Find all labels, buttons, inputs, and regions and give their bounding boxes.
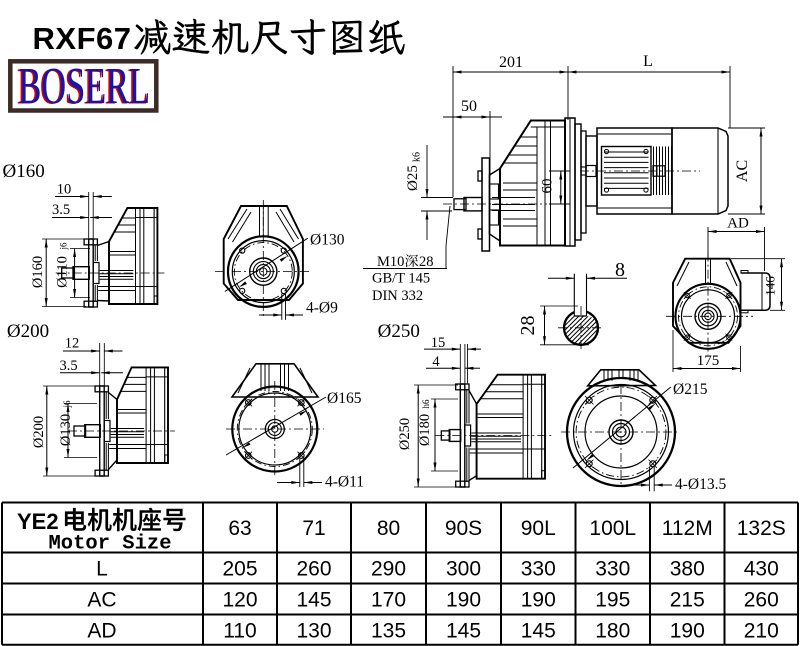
svg-text:12: 12: [65, 335, 80, 351]
svg-text:L: L: [643, 53, 653, 70]
svg-text:28: 28: [517, 316, 539, 336]
svg-text:h6: h6: [421, 399, 431, 409]
svg-text:132S: 132S: [737, 517, 786, 540]
svg-text:190: 190: [670, 620, 705, 643]
svg-text:Ø200: Ø200: [7, 321, 49, 342]
svg-text:80: 80: [377, 517, 400, 540]
svg-text:AD: AD: [87, 620, 116, 643]
svg-text:15: 15: [431, 335, 446, 351]
svg-text:330: 330: [521, 558, 556, 581]
svg-text:4-Ø9: 4-Ø9: [306, 300, 338, 317]
svg-text:210: 210: [744, 620, 779, 643]
svg-text:4: 4: [432, 354, 440, 370]
svg-text:Motor Size: Motor Size: [48, 533, 171, 556]
svg-text:430: 430: [744, 558, 779, 581]
svg-text:201: 201: [499, 54, 523, 71]
svg-text:8: 8: [615, 259, 625, 281]
svg-text:j6: j6: [62, 400, 72, 409]
svg-text:110: 110: [223, 620, 256, 643]
svg-text:3.5: 3.5: [59, 358, 77, 374]
svg-text:j6: j6: [59, 242, 69, 251]
svg-text:90L: 90L: [521, 517, 556, 540]
svg-text:60: 60: [540, 179, 556, 194]
svg-text:300: 300: [446, 558, 481, 581]
svg-text:L: L: [96, 558, 108, 581]
svg-text:90S: 90S: [445, 517, 482, 540]
svg-text:71: 71: [302, 517, 325, 540]
svg-text:170: 170: [371, 589, 406, 612]
svg-text:175: 175: [697, 353, 720, 369]
svg-text:28: 28: [419, 254, 434, 270]
svg-text:k6: k6: [412, 152, 423, 162]
svg-text:3.5: 3.5: [52, 202, 70, 218]
svg-text:BOSERL: BOSERL: [19, 57, 151, 115]
svg-text:135: 135: [371, 620, 406, 643]
svg-text:AC: AC: [87, 589, 116, 612]
svg-text:145: 145: [521, 620, 556, 643]
svg-text:120: 120: [222, 589, 257, 612]
svg-text:260: 260: [744, 589, 779, 612]
svg-text:180: 180: [595, 620, 630, 643]
svg-text:M10: M10: [377, 254, 404, 270]
svg-text:Ø180: Ø180: [417, 414, 433, 446]
svg-text:GB/T 145: GB/T 145: [372, 271, 430, 287]
svg-text:112M: 112M: [662, 517, 713, 540]
svg-text:63: 63: [228, 517, 251, 540]
svg-text:4-Ø11: 4-Ø11: [325, 474, 364, 491]
svg-text:330: 330: [595, 558, 630, 581]
svg-text:Ø250: Ø250: [397, 418, 413, 450]
svg-text:215: 215: [670, 589, 705, 612]
svg-text:BOSERL: BOSERL: [17, 57, 149, 115]
svg-text:290: 290: [371, 558, 406, 581]
svg-text:YE2: YE2: [17, 509, 59, 534]
svg-text:RXF67: RXF67: [33, 21, 132, 56]
svg-text:10: 10: [57, 182, 72, 198]
svg-text:50: 50: [461, 98, 477, 115]
svg-text:205: 205: [222, 558, 257, 581]
svg-text:4-Ø13.5: 4-Ø13.5: [675, 476, 726, 493]
svg-text:100L: 100L: [589, 517, 636, 540]
svg-text:130: 130: [296, 620, 331, 643]
svg-text:AC: AC: [734, 160, 751, 182]
svg-text:Ø130: Ø130: [310, 231, 345, 248]
svg-text:Ø160: Ø160: [30, 256, 46, 288]
svg-text:Ø200: Ø200: [31, 416, 47, 448]
svg-text:Ø160: Ø160: [3, 161, 45, 182]
svg-text:Ø110: Ø110: [55, 256, 71, 288]
svg-text:145: 145: [296, 589, 331, 612]
svg-text:146: 146: [763, 276, 778, 296]
svg-text:195: 195: [595, 589, 630, 612]
svg-text:Ø215: Ø215: [673, 381, 708, 398]
svg-text:145: 145: [446, 620, 481, 643]
svg-text:Ø25: Ø25: [405, 165, 421, 191]
svg-text:Ø130: Ø130: [58, 414, 74, 446]
svg-text:Ø250: Ø250: [378, 321, 420, 342]
svg-text:260: 260: [296, 558, 331, 581]
svg-text:AD: AD: [727, 216, 749, 232]
svg-text:DIN 332: DIN 332: [372, 288, 423, 304]
svg-text:190: 190: [446, 589, 481, 612]
svg-text:380: 380: [670, 558, 705, 581]
svg-text:Ø165: Ø165: [327, 390, 362, 407]
svg-text:190: 190: [521, 589, 556, 612]
